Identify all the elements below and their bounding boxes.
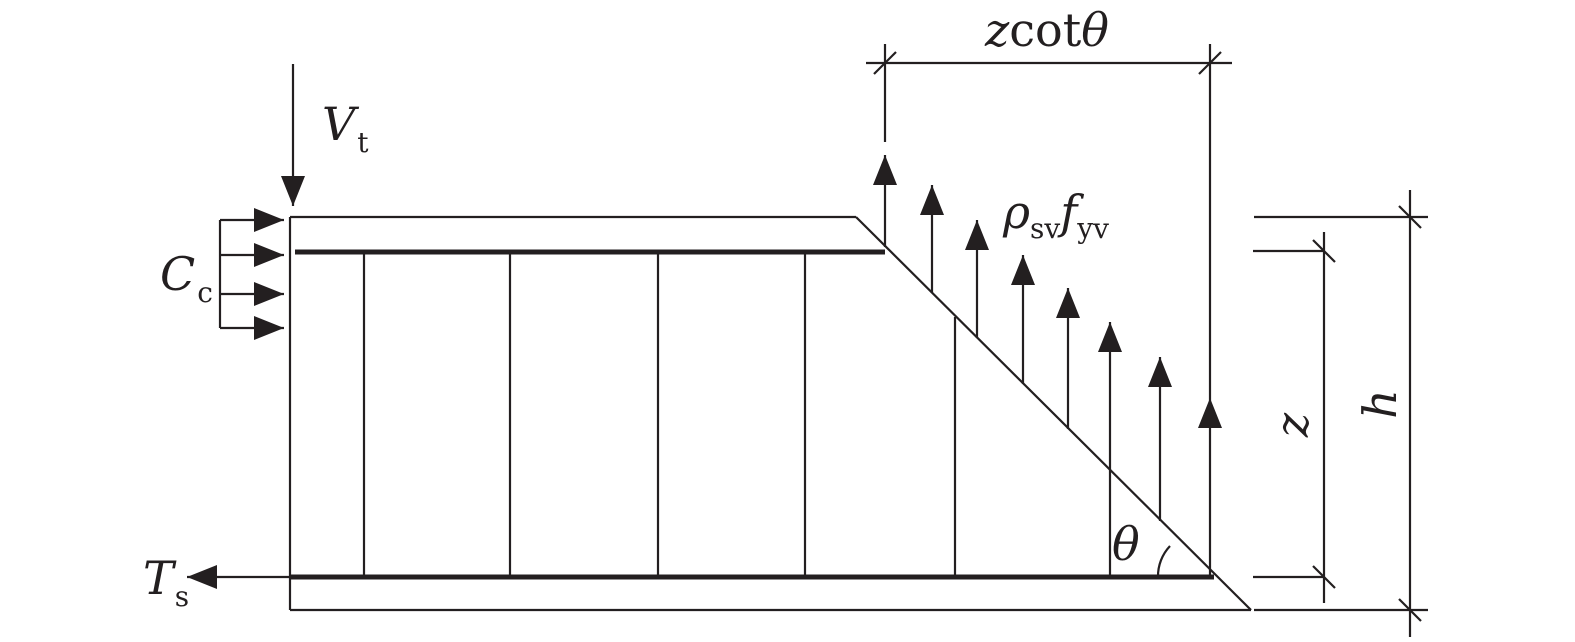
theta-label: θ — [1112, 517, 1140, 571]
theta-angle-arc — [1156, 545, 1171, 578]
diagonal-crack-line — [855, 216, 1252, 611]
zcot-dimension — [866, 44, 1232, 398]
stirrups-below-crack — [953, 317, 1112, 577]
beam-outline — [288, 215, 1251, 612]
h-dimension-label: h — [1353, 389, 1407, 419]
stirrup-force-arrows — [873, 155, 1222, 577]
z-dimension — [1253, 232, 1336, 603]
cc-arrows — [218, 208, 284, 340]
ts-label: Ts — [143, 551, 189, 613]
zcot-theta-label: zcotθ — [984, 3, 1109, 57]
stirrups-left — [362, 252, 807, 577]
h-dimension — [1254, 190, 1428, 637]
rho-sv-fyv-label: ρsvfyv — [1002, 185, 1109, 245]
cc-label: Cc — [160, 247, 213, 309]
vt-label: Vt — [322, 97, 369, 159]
z-dimension-label: z — [1265, 412, 1319, 438]
